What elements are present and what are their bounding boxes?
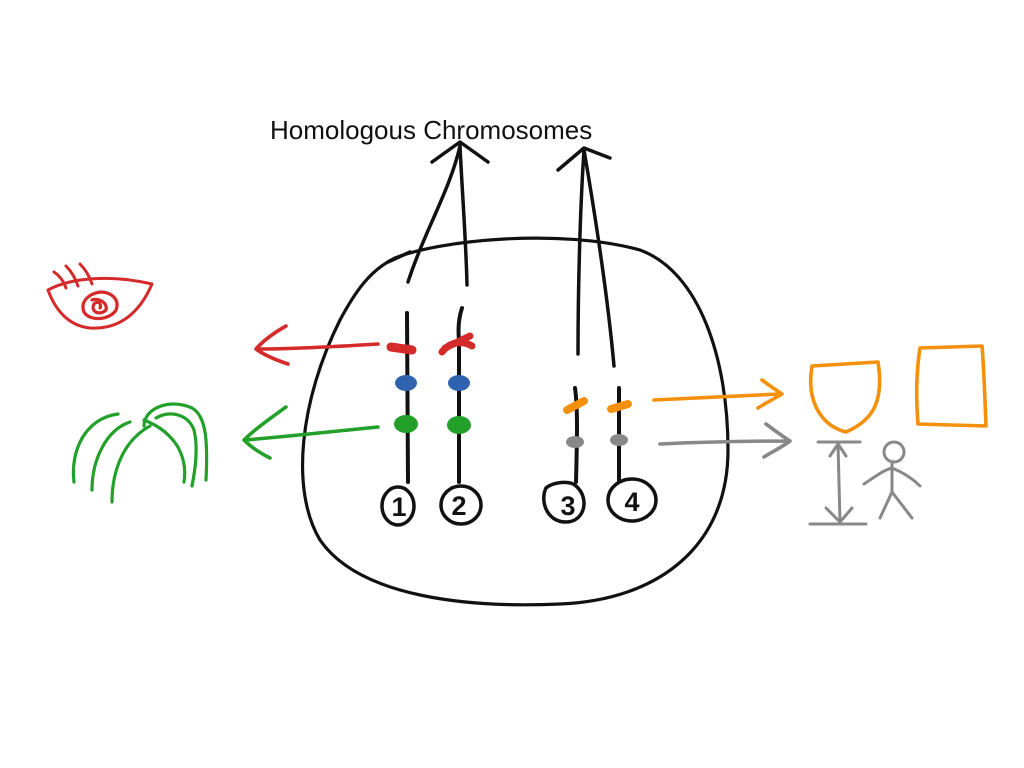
arrow-to-face-shape [652, 378, 784, 410]
arrow-to-height [658, 422, 792, 459]
height-icon [808, 440, 868, 526]
shield-face-icon [809, 360, 882, 434]
chromosome-label-2: 2 [451, 491, 466, 521]
diagram-title: Homologous Chromosomes [270, 115, 593, 145]
chromosome-label-4: 4 [624, 487, 639, 517]
chromosome-2: 2 [438, 306, 483, 526]
hair-icon [71, 402, 209, 504]
chromosome-3: 3 [542, 386, 588, 524]
arrow-to-eye [254, 324, 380, 366]
arrow-to-title-left [406, 140, 490, 287]
eye-icon [46, 262, 154, 330]
cell-outline [300, 236, 730, 607]
arrow-to-hair [242, 405, 380, 460]
chromosome-1: 1 [380, 311, 418, 527]
chromosome-label-3: 3 [560, 491, 575, 521]
chromosome-label-1: 1 [391, 492, 406, 522]
stick-figure-icon [862, 440, 922, 520]
chromosome-4: 4 [606, 386, 658, 523]
arrow-to-title-right [556, 146, 616, 368]
square-face-icon [914, 344, 988, 428]
